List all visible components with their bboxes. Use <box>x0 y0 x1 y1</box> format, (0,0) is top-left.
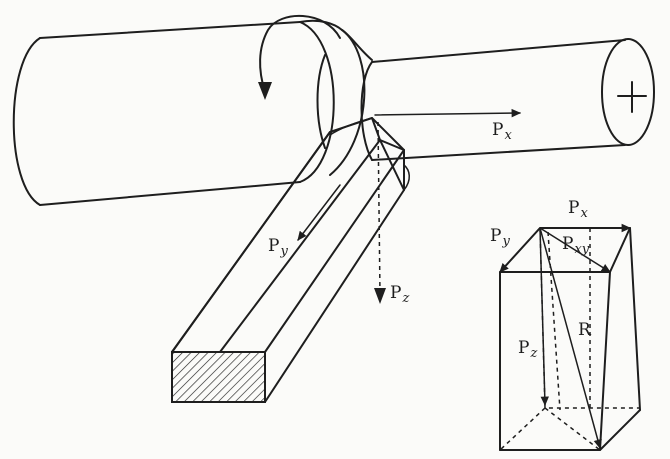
pz-arrow <box>377 121 381 296</box>
rotation-arrow-icon <box>258 14 341 100</box>
cutting-tool <box>171 117 410 403</box>
label-px: Px <box>492 120 512 143</box>
label-py: Py <box>268 236 288 259</box>
label-pz: Pz <box>390 283 410 306</box>
py-arrow <box>297 184 341 241</box>
center-cross-icon <box>617 81 647 113</box>
force-box <box>499 223 641 451</box>
px-arrow <box>374 108 522 118</box>
workpiece-large-cylinder <box>12 21 335 206</box>
label-box-py: Py <box>490 226 510 249</box>
tool-cross-section-hatch <box>171 351 266 403</box>
label-box-r: R <box>578 320 591 340</box>
label-box-pz: Pz <box>518 338 538 361</box>
label-box-px: Px <box>568 198 588 221</box>
workpiece-collar <box>299 19 366 176</box>
label-box-pxy: Pxy <box>562 234 590 257</box>
workpiece-shaft <box>341 29 655 161</box>
